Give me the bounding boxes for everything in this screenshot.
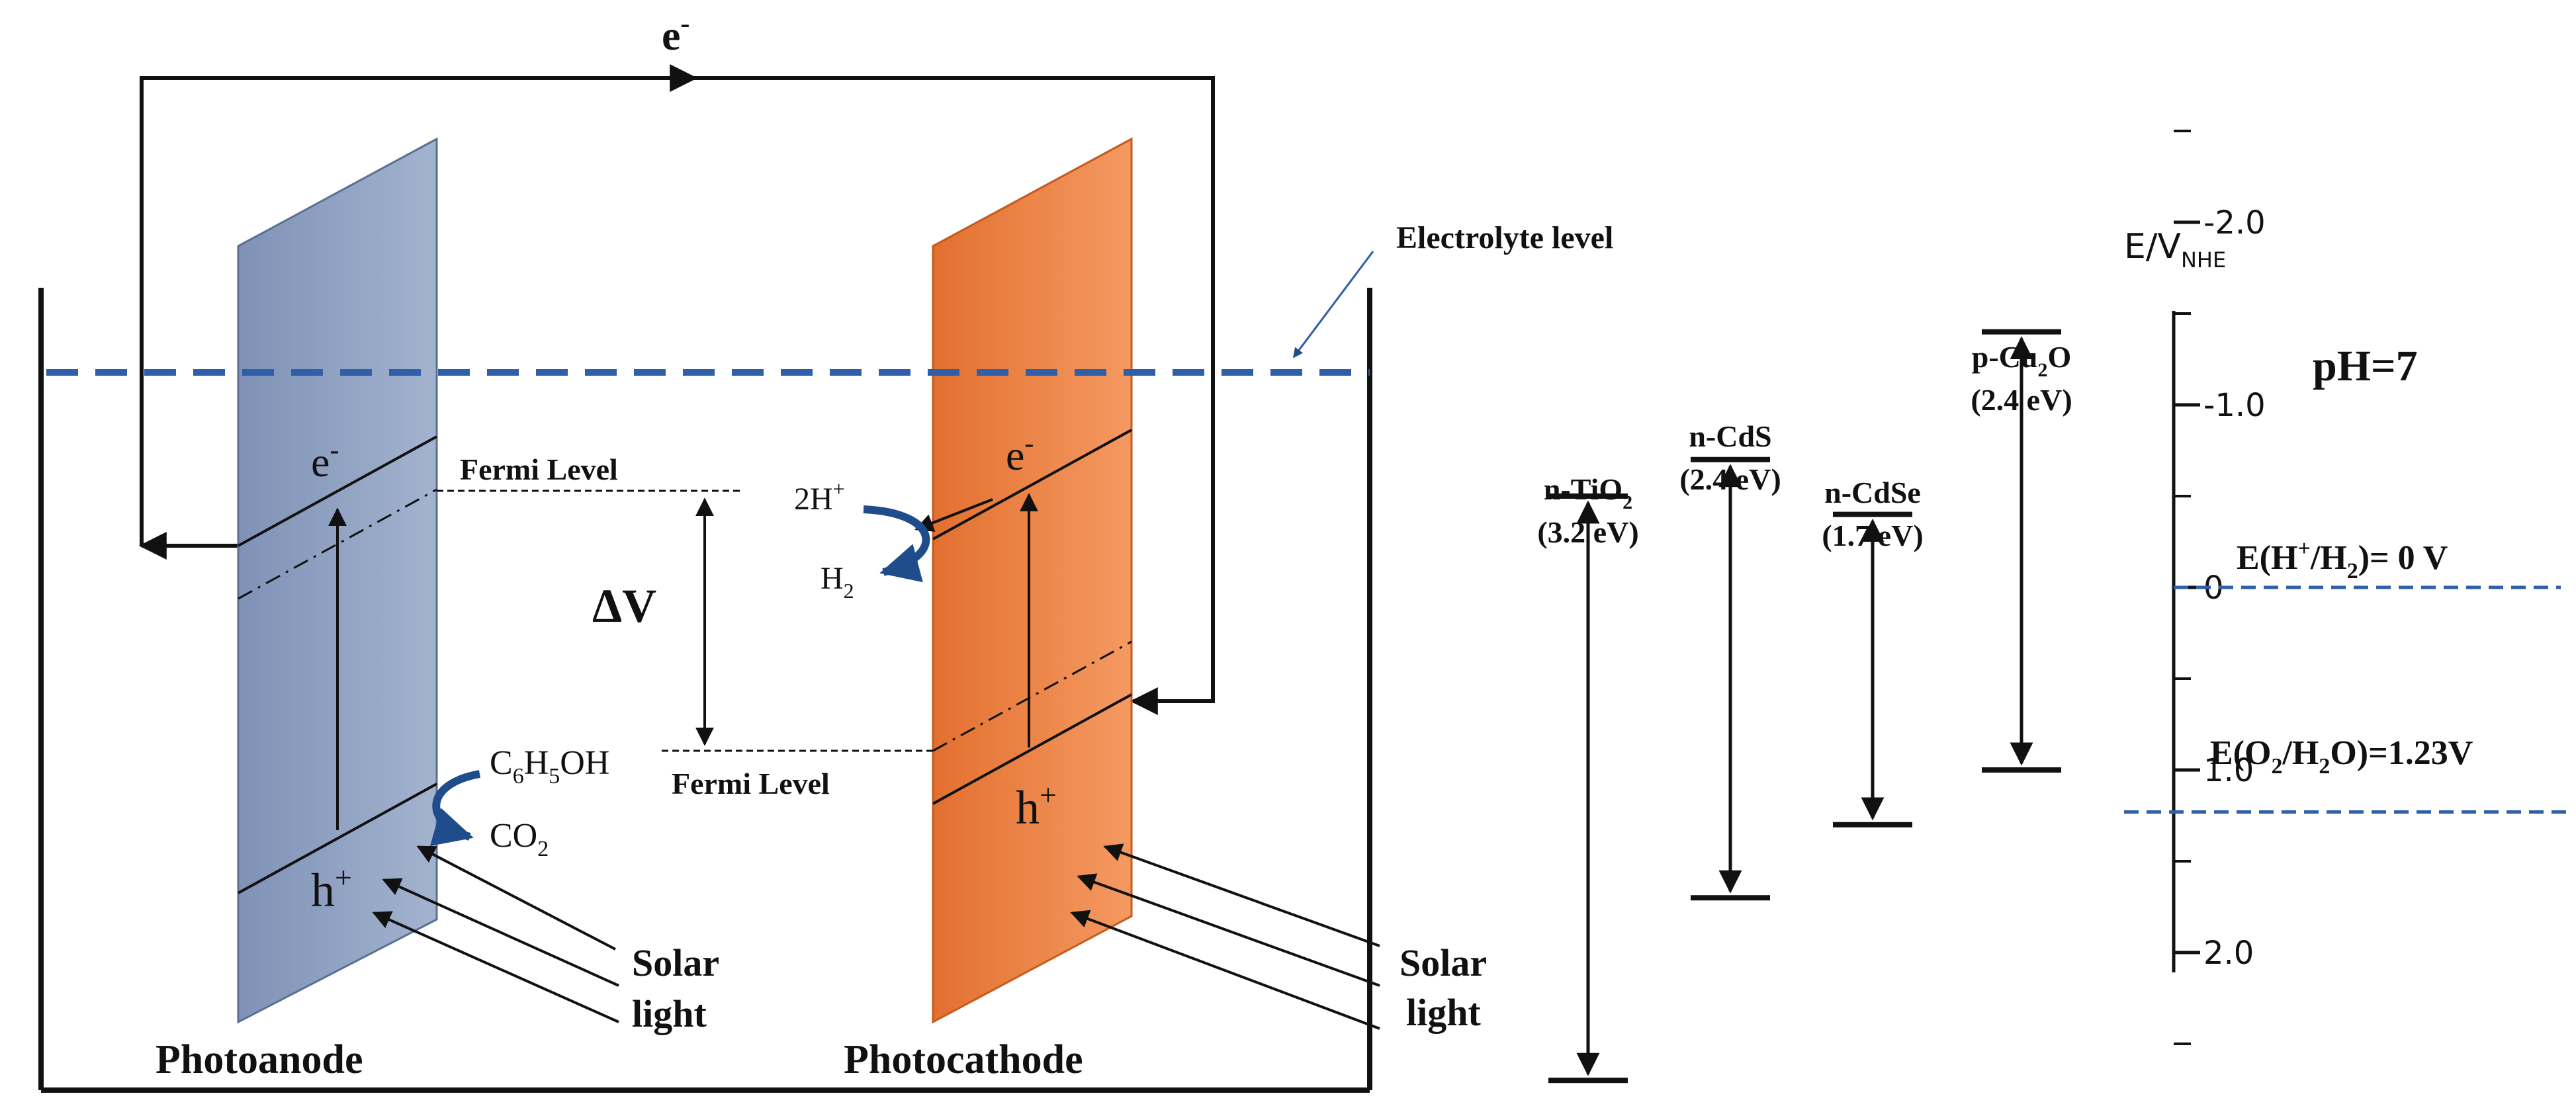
photocathode-label: Photocathode xyxy=(844,1037,1083,1082)
tio2-name-label: n-TiO2 xyxy=(1544,472,1632,513)
electrolyte-level-label: Electrolyte level xyxy=(1396,220,1613,255)
ph-label: pH=7 xyxy=(2313,342,2418,390)
external-electron-label: e- xyxy=(662,9,689,59)
cathode-fermi-level-label: Fermi Level xyxy=(672,767,830,800)
axis-tick-label: 1.0 xyxy=(2203,752,2254,789)
cu2o-name-label: p-Cu2O xyxy=(1972,340,2072,381)
cathode-solar-light-label-2: light xyxy=(1406,991,1481,1034)
cathode-reaction-arrow xyxy=(863,505,930,583)
anode-solar-light-label-2: light xyxy=(632,992,707,1035)
tio2-gap-label: (3.2 eV) xyxy=(1537,515,1638,549)
axis-tick-label: -2.0 xyxy=(2203,204,2266,241)
photocathode-electron-label: e- xyxy=(1006,429,1034,479)
cathode-solar-light-arrows xyxy=(1070,843,1380,1030)
material-band-cu2o: p-Cu2O (2.4 eV) xyxy=(1971,329,2072,773)
photoanode-hole-label: h+ xyxy=(311,861,352,917)
anode-reaction-arrow xyxy=(429,770,481,846)
anode-fermi-level-label: Fermi Level xyxy=(460,452,618,486)
hydrogen-reference-label: E(H+/H2)= 0 V xyxy=(2237,536,2448,583)
cu2o-gap-label: (2.4 eV) xyxy=(1971,383,2072,417)
cdse-gap-label: (1.7 eV) xyxy=(1822,519,1923,552)
external-circuit-wire xyxy=(138,64,1215,715)
cathode-reactant-label: 2H+ xyxy=(794,477,845,517)
cathode-product-label: H2 xyxy=(821,561,854,603)
anode-solar-light-label-1: Solar xyxy=(632,941,719,984)
energy-axis-minor-ticks xyxy=(2174,130,2191,1045)
material-band-cds: n-CdS (2.4 eV) xyxy=(1679,419,1781,901)
electrolyte-level-pointer xyxy=(1292,251,1374,359)
delta-v-label: ΔV xyxy=(592,579,656,632)
cathode-solar-light-label-1: Solar xyxy=(1399,941,1487,984)
anode-reactant-label: C6H5OH xyxy=(490,744,609,788)
cdse-name-label: n-CdSe xyxy=(1824,476,1921,509)
photoanode-plate xyxy=(237,137,438,1024)
cds-name-label: n-CdS xyxy=(1689,419,1771,453)
anode-solar-light-arrows xyxy=(372,845,619,1023)
material-band-cdse: n-CdSe (1.7 eV) xyxy=(1822,476,1924,828)
photocathode-hole-label: h+ xyxy=(1016,778,1057,834)
photocathode-plate xyxy=(914,137,1133,1024)
electrolyte-container xyxy=(38,288,1372,1093)
axis-tick-label: 2.0 xyxy=(2203,935,2254,972)
axis-tick-label: -1.0 xyxy=(2203,387,2266,424)
energy-axis-title: E/VNHE xyxy=(2124,227,2226,273)
oxygen-reference-label: E(O2/H2O)=1.23V xyxy=(2210,734,2473,779)
photoanode-electron-label: e- xyxy=(311,435,339,486)
material-band-tio2: n-TiO2 (3.2 eV) xyxy=(1537,472,1639,1084)
energy-axis-major-ticks: -2.0-1.001.02.03.0 xyxy=(2174,204,2266,972)
cds-gap-label: (2.4 eV) xyxy=(1679,462,1781,496)
anode-product-label: CO2 xyxy=(490,817,549,861)
photoanode-label: Photoanode xyxy=(155,1037,363,1082)
